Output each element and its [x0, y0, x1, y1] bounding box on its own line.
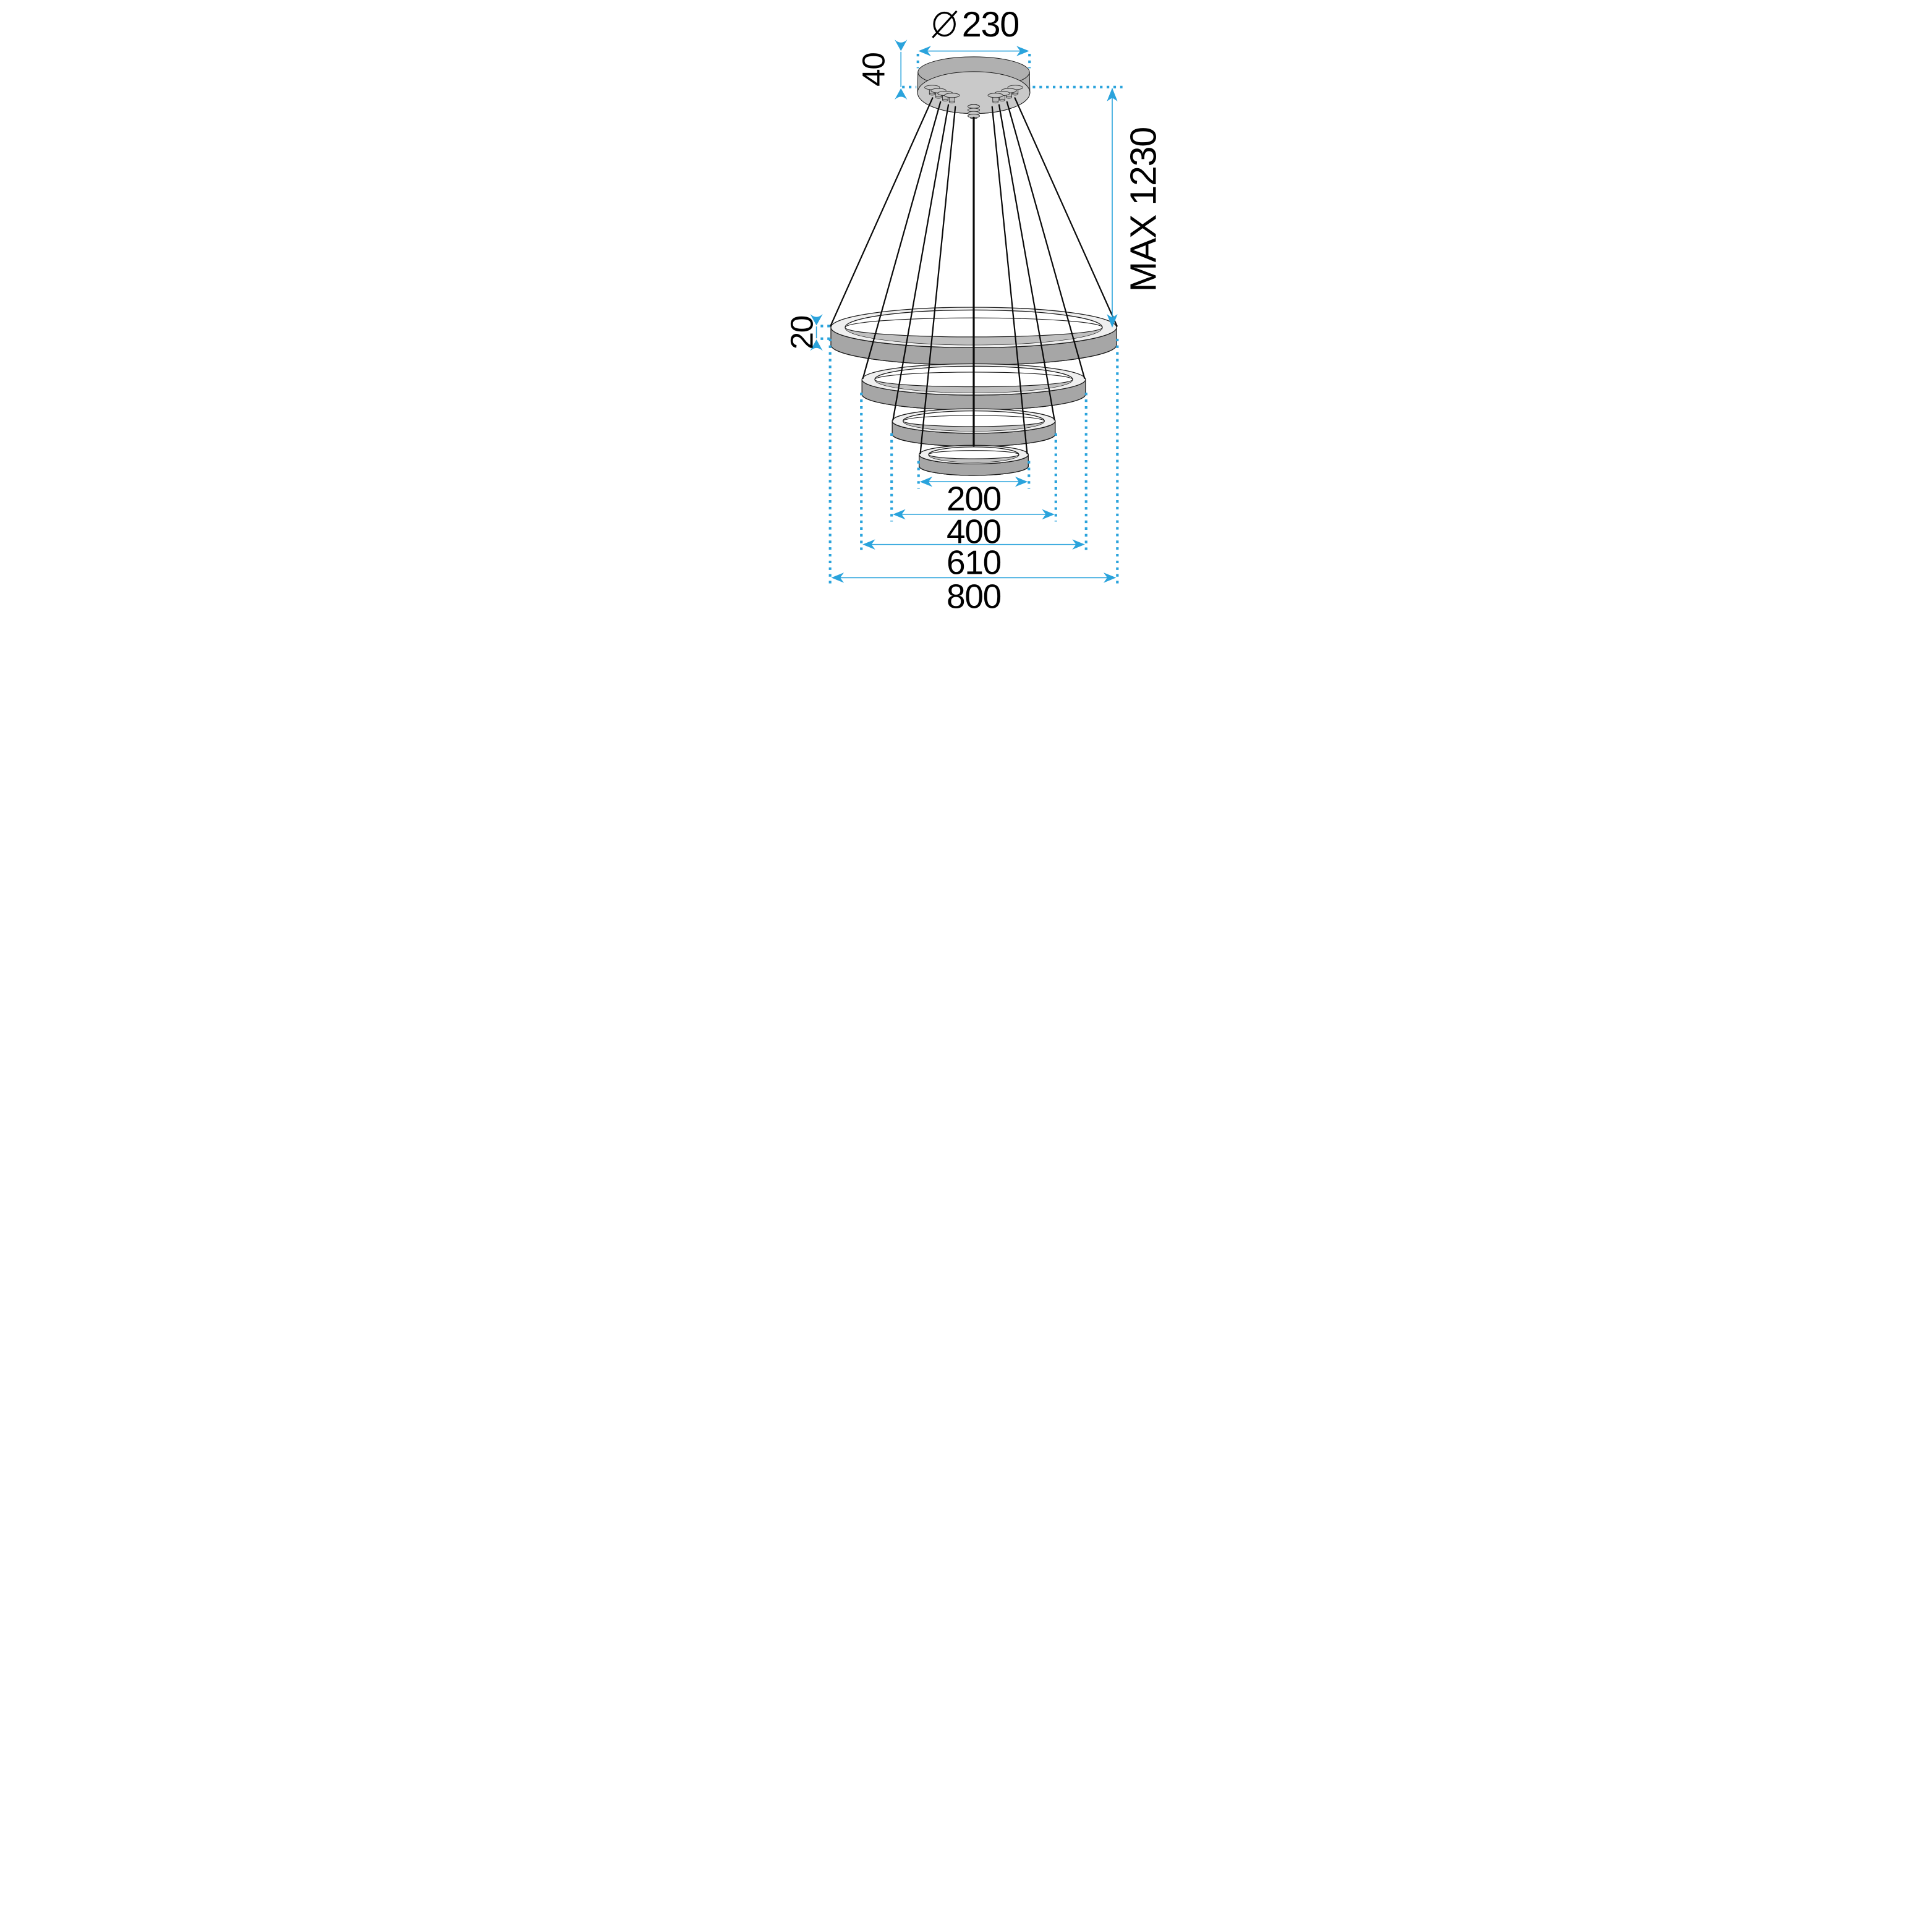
wire-right-ring-800 — [1013, 97, 1118, 327]
wire-left-ring-400 — [892, 104, 949, 421]
dimension-lines — [809, 40, 1123, 585]
wire-right-ring-400 — [998, 104, 1055, 421]
label-canopy-diameter: 230 — [961, 5, 1018, 45]
suspension-wires — [829, 97, 1118, 454]
central-spring-fitting — [967, 104, 980, 119]
ring-200 — [918, 445, 1029, 476]
label-ring-200: 200 — [947, 480, 1001, 518]
label-ring-400: 400 — [947, 513, 1001, 551]
chevron-arrow-icon — [894, 40, 907, 51]
dim-canopy-height — [894, 40, 907, 100]
dim-ring-200 — [919, 476, 1028, 487]
diameter-icon — [931, 10, 958, 38]
wire-left-ring-610 — [862, 101, 941, 379]
label-ring-610: 610 — [947, 543, 1001, 582]
dim-ring-400 — [892, 509, 1055, 520]
wire-right-ring-200 — [991, 106, 1028, 454]
ring-200-inner-wall — [928, 454, 1019, 462]
ring-200-inner-edge — [927, 450, 1019, 459]
pendant-lamp-dimension-drawing: 230 40 MAX 1230 20 200 400 610 800 — [784, 5, 1164, 615]
dim-max-height — [1106, 88, 1118, 328]
label-ring-800: 800 — [947, 577, 1001, 616]
ring-610-inner-wall — [874, 379, 1073, 393]
wire-right-ring-610 — [1006, 101, 1085, 379]
dimension-labels: 230 40 MAX 1230 20 200 400 610 800 — [784, 5, 1164, 615]
label-ring-height: 20 — [784, 316, 819, 349]
dim-canopy-diameter — [917, 46, 1029, 56]
chevron-arrow-icon — [894, 88, 907, 100]
label-max-height: MAX 1230 — [1122, 127, 1164, 292]
ring-800-inner-wall — [845, 327, 1102, 345]
ceiling-canopy — [917, 56, 1030, 114]
dim-ring-800 — [831, 572, 1116, 583]
dim-ring-610 — [862, 539, 1085, 550]
ring-400-inner-wall — [903, 420, 1044, 432]
canopy-fittings — [924, 85, 1023, 119]
wire-left-ring-800 — [829, 97, 934, 327]
label-canopy-height: 40 — [856, 53, 891, 86]
dim-ring-height — [809, 313, 823, 351]
diagram-canvas: 230 40 MAX 1230 20 200 400 610 800 — [657, 0, 1275, 618]
wire-left-ring-200 — [919, 106, 956, 454]
dotted-extension-lines — [820, 54, 1123, 585]
